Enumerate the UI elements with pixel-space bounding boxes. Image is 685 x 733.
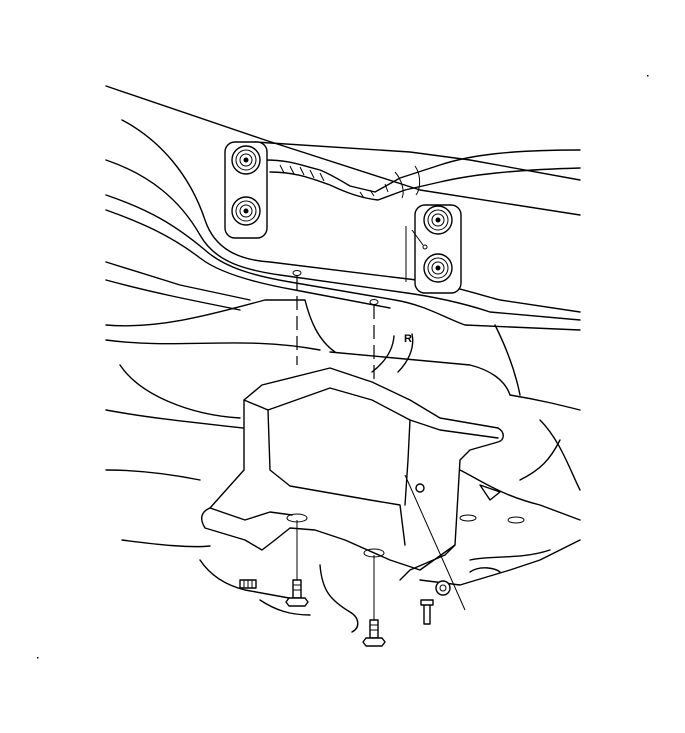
bolt-3 bbox=[420, 599, 434, 625]
clip-fastener bbox=[239, 579, 257, 589]
dot-mark bbox=[37, 657, 39, 659]
bolt-head-icon bbox=[231, 196, 261, 226]
flange-bolt-1 bbox=[285, 513, 309, 607]
dot-mark bbox=[647, 75, 649, 77]
mount-plate-right bbox=[405, 204, 462, 294]
nut bbox=[435, 580, 451, 596]
orientation-letter-r: R bbox=[404, 333, 412, 345]
wiring-harness bbox=[264, 149, 581, 201]
frame-crossmember bbox=[105, 85, 581, 431]
bolt-head-icon bbox=[423, 253, 453, 283]
bolt-head-icon bbox=[423, 205, 453, 235]
underbody-shield bbox=[201, 367, 504, 581]
bolt-head-icon bbox=[231, 145, 261, 175]
flange-bolt-2 bbox=[362, 548, 386, 647]
alignment-lines bbox=[292, 270, 466, 620]
mount-plate-left bbox=[224, 141, 268, 239]
